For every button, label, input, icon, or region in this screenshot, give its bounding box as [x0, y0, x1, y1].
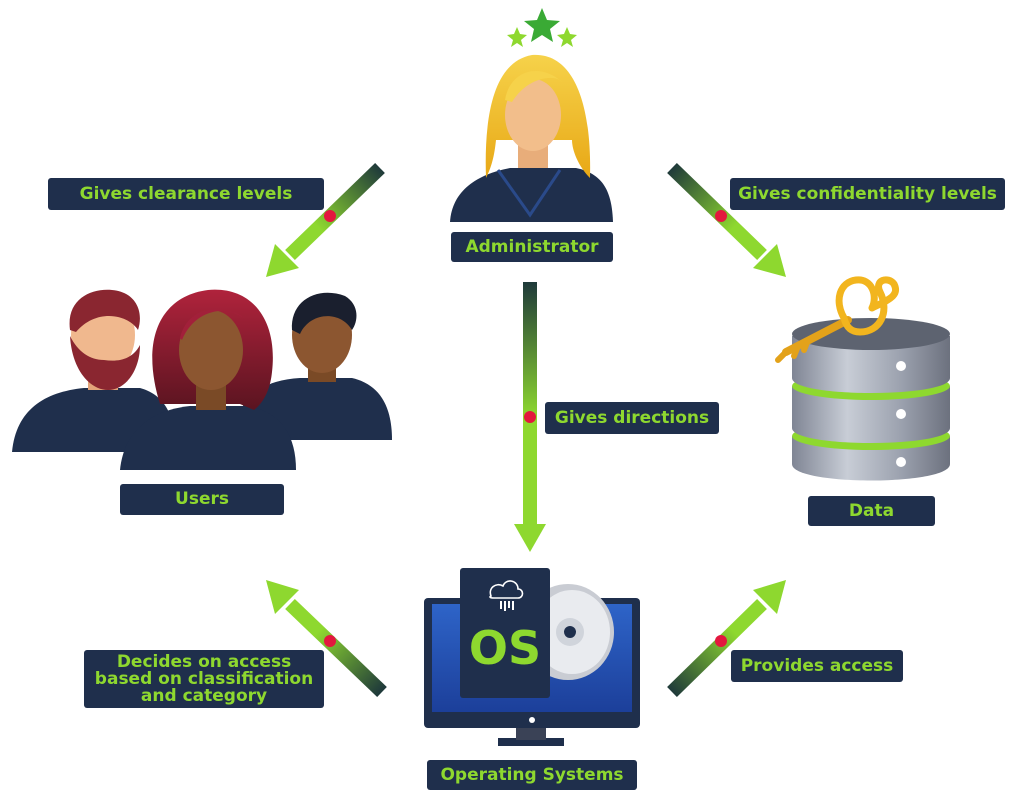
gives-clearance-label: Gives clearance levels: [48, 178, 324, 210]
arrow-os-to-data: [667, 580, 786, 698]
cloud-icon: [489, 580, 524, 611]
arrow-admin-to-os: [514, 282, 546, 552]
decides-on-access-label: Decides on access based on classificatio…: [84, 650, 324, 708]
administrator-label: Administrator: [451, 232, 613, 262]
os-badge: OS: [469, 621, 541, 675]
person-icon: [450, 54, 613, 222]
data-label: Data: [808, 496, 935, 526]
users-label: Users: [120, 484, 284, 515]
provides-access-label: Provides access: [731, 650, 903, 682]
monitor-icon: [424, 568, 640, 746]
arrow-admin-to-data: [667, 162, 786, 277]
arrow-os-to-users: [266, 580, 387, 698]
database-icon: [792, 318, 950, 481]
users-group-icon: [12, 289, 392, 470]
stars-icon: [507, 8, 577, 47]
gives-directions-label: Gives directions: [545, 402, 719, 434]
arrow-admin-to-users: [266, 162, 385, 277]
gives-confidentiality-label: Gives confidentiality levels: [730, 178, 1005, 210]
operating-systems-label: Operating Systems: [427, 760, 637, 790]
key-icon: [775, 276, 899, 363]
